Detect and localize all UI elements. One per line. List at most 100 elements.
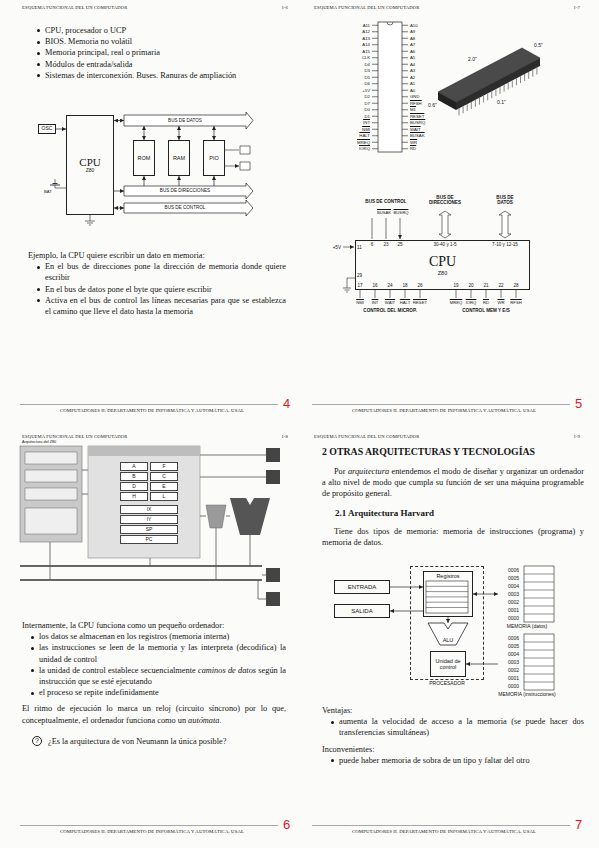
dimension-label: 0.6" (428, 103, 437, 108)
node-label: CPU (79, 156, 100, 169)
pin-name: A14 (362, 42, 370, 47)
signal-name: BAT (44, 189, 52, 194)
pin-name: A4 (410, 62, 415, 67)
running-header: 1-8 (281, 434, 288, 439)
pin-number: 29 (357, 273, 362, 278)
chip-pins (402, 25, 408, 149)
node-label: Z80 (86, 168, 95, 174)
register-cell: H (120, 492, 148, 501)
instruction-memory: MEMORIA (instrucciones) (498, 634, 556, 690)
node-label: CPU (429, 254, 456, 270)
pin-name: D5 (365, 75, 371, 80)
bullet-item: Activa en el bus de control las líneas n… (28, 295, 286, 317)
bullet-item: CPU, procesador o UCP (45, 26, 126, 35)
memory-address: 0006 (508, 568, 519, 573)
pin-number: 16 (372, 283, 377, 288)
connector (114, 208, 124, 209)
internal-block (25, 470, 77, 482)
signal-name: RFSH (510, 300, 521, 305)
connector (179, 176, 180, 186)
pin-name: A5 (410, 55, 415, 60)
paragraph-text: Ejemplo, la CPU quiere escribir un dato … (28, 251, 205, 260)
signal-name: WAIT (385, 300, 395, 305)
memory-address: 0003 (508, 592, 519, 597)
connector (466, 664, 498, 665)
memory-chip: ROM (133, 140, 155, 176)
bullet-item: caminos de datos (198, 666, 256, 675)
pin-name: D6 (365, 81, 371, 86)
pin-number: 21 (483, 283, 488, 288)
memory-address: 0005 (508, 644, 519, 649)
bullet-item: Memoria principal, real o primaria (45, 48, 160, 57)
bus-group-label: BUS DE CONTROL (365, 199, 406, 204)
pin-name: GND (410, 94, 420, 99)
paragraph-text: autómata. (188, 716, 221, 725)
bullet-item: los datos se almacenan en los registros … (39, 632, 229, 641)
node-label: SALIDA (351, 608, 372, 615)
control-unit: Unidad de control (430, 651, 466, 677)
io-chip: PIO (203, 140, 225, 176)
connector (448, 617, 449, 623)
signal-name: BUSRQ (394, 210, 409, 215)
pin-name: A7 (410, 42, 415, 47)
ground-symbol (85, 215, 95, 225)
signal-name: WR (498, 300, 505, 305)
dimension-label: 0.5" (534, 43, 543, 48)
running-header: ESQUEMA FUNCIONAL DEL UN COMPUTADOR (314, 5, 419, 10)
package-side (456, 58, 540, 110)
node-label: Z80 (438, 270, 447, 276)
signal-name: HALT (400, 300, 410, 305)
internal-block (25, 508, 77, 534)
pin-name: WR (410, 140, 417, 145)
pin-number: 19 (453, 283, 458, 288)
bullet-item: el proceso se repite indefinidamente (22, 687, 286, 698)
package-end (438, 92, 456, 110)
bullet-item: En el bus de direcciones pone la direcci… (28, 261, 286, 283)
pin-number: 28 (513, 283, 518, 288)
dimension-label: 2.0" (468, 57, 477, 62)
connector (114, 191, 124, 192)
footer-text: COMPUTADORES II. DEPARTAMENTO DE INFORMÁ… (352, 829, 536, 834)
pin-name: D2 (365, 94, 371, 99)
register-panel-strip (88, 446, 200, 456)
pin-name: IORQ (359, 146, 370, 151)
io-block (266, 448, 280, 462)
signal-name: MREQ (450, 300, 463, 305)
signal-name: RESET (413, 300, 427, 305)
register-cell: IY (120, 515, 178, 524)
dimension-label: 0.1" (497, 100, 506, 105)
control-panel (20, 446, 82, 542)
bus-arrow (124, 112, 253, 129)
port-box (240, 162, 250, 170)
pin-name: INT (363, 120, 370, 125)
bus-group-label: BUS DE DATOS (489, 195, 521, 205)
bullet-item: las instrucciones se leen de la memoria … (22, 642, 286, 664)
node-label: Unidad de control (431, 658, 465, 671)
register-bank: Registros (423, 571, 473, 617)
bullet-item: las instrucciones se leen de la memoria … (39, 643, 286, 663)
pin-name: A10 (410, 23, 418, 28)
cpu-block: CPUZ80 (66, 115, 114, 215)
memory-address: 0004 (508, 584, 519, 589)
memory-address: 0002 (508, 600, 519, 605)
alu-block: ALU (428, 623, 468, 645)
memory-chip: RAM (168, 140, 190, 176)
node-label: BUS DE DIRECCIONES (160, 188, 210, 193)
register-stack (426, 581, 468, 613)
text-column: Ejemplo, la CPU quiere escribir un dato … (28, 250, 286, 317)
paragraph-text: Ventajas: (322, 706, 352, 715)
register-cell: F (150, 462, 178, 471)
connector (390, 611, 423, 612)
pin-name: RFSH (410, 101, 422, 106)
memory-address: 0005 (508, 576, 519, 581)
data-bus: BUS DE DATOS (124, 115, 246, 126)
chip-notch (387, 22, 393, 25)
address-bus: BUS DE DIRECCIONES (124, 186, 246, 196)
connector (114, 120, 124, 121)
page-number: 4 (283, 397, 290, 410)
memory-address: 0001 (508, 608, 519, 613)
control-bus: BUS DE CONTROL (124, 203, 246, 213)
connector (473, 594, 498, 595)
running-header: ESQUEMA FUNCIONAL DEL UN COMPUTADOR (22, 5, 127, 10)
